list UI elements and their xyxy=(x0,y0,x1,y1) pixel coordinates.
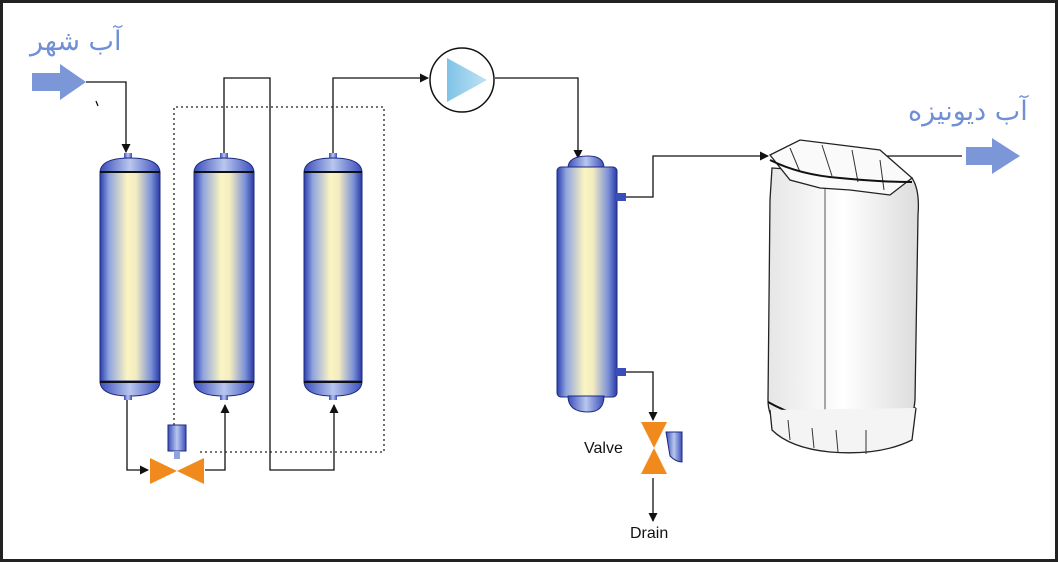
multiport-valve-icon xyxy=(150,424,204,484)
exchanger-column xyxy=(556,155,626,413)
edi-module xyxy=(767,139,920,454)
filter-vessel-2 xyxy=(193,153,255,400)
valve-label: Valve xyxy=(584,440,623,457)
filter-vessel-3 xyxy=(303,153,363,400)
inlet-arrow-icon xyxy=(32,64,86,100)
inlet-label: آب شهر xyxy=(30,26,122,57)
piping xyxy=(86,73,962,522)
outlet-label: آب دیونیزه xyxy=(908,96,1028,127)
pump-icon xyxy=(429,47,495,113)
filter-vessel-1 xyxy=(99,153,161,400)
bypass-dotted-lines xyxy=(173,106,385,453)
outlet-arrow-icon xyxy=(966,138,1020,174)
drain-valve-icon xyxy=(641,422,683,474)
drain-label: Drain xyxy=(630,525,669,542)
